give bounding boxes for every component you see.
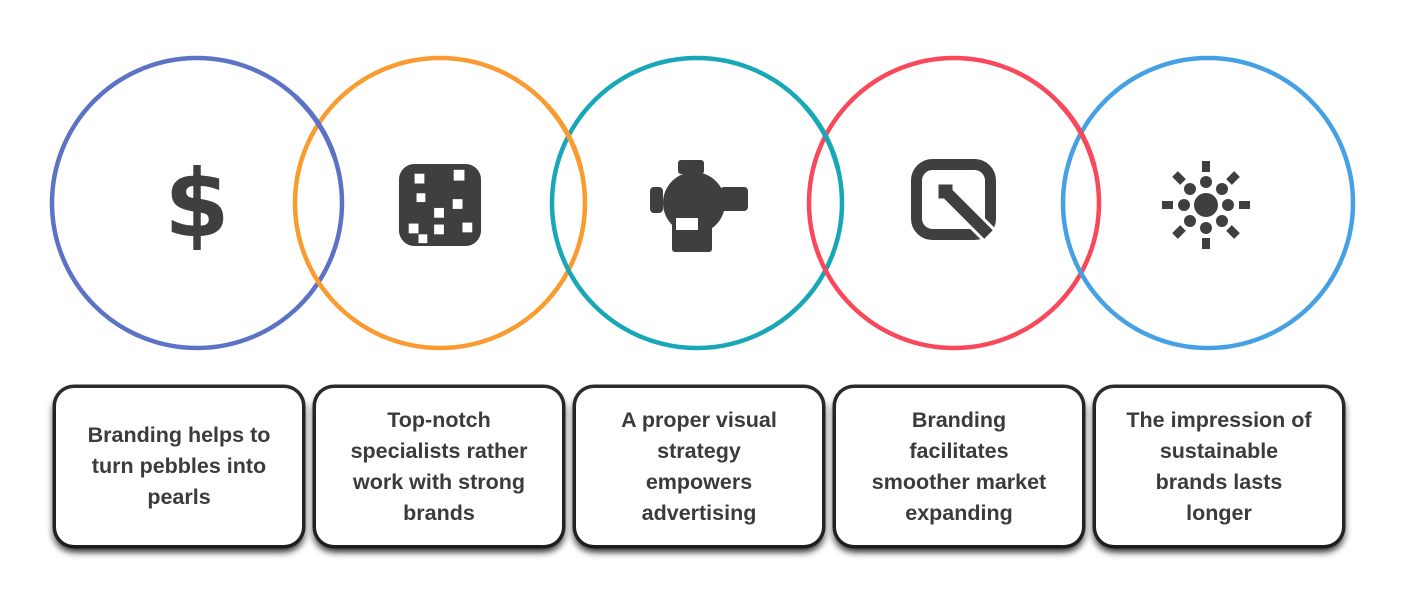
stage-card-2: Top-notch specialists rather work with s… (316, 388, 562, 545)
stage-card-1-label: Branding helps to turn pebbles into pear… (87, 423, 271, 509)
stage-card-1: Branding helps to turn pebbles into pear… (56, 388, 302, 545)
ring-1 (49, 55, 345, 351)
ring-2 (292, 55, 588, 351)
rings-chain (49, 55, 1356, 351)
dollar-glyph: $ (164, 150, 230, 259)
edit-square-icon (909, 159, 1004, 254)
ring-2-overlap-arc (545, 103, 584, 171)
stage-card-4: Branding facilitates smoother market exp… (836, 388, 1082, 545)
ring-4 (806, 55, 1102, 351)
dice-dots-icon (397, 162, 483, 248)
ring-3-overlap-arc (802, 103, 841, 171)
stage-card-4-label: Branding facilitates smoother market exp… (871, 407, 1047, 525)
stage-card-5: The impression of sustainable brands las… (1096, 388, 1342, 545)
stage-card-2-label: Top-notch specialists rather work with s… (350, 407, 528, 525)
stage-card-5-label: The impression of sustainable brands las… (1126, 407, 1312, 525)
stage-card-3-label: A proper visual strategy empowers advert… (621, 407, 777, 525)
ring-3 (549, 55, 845, 351)
burst-icon (1159, 160, 1253, 250)
stage-card-3: A proper visual strategy empowers advert… (576, 388, 822, 545)
dollar-icon: $ (164, 158, 229, 252)
ring-5 (1060, 55, 1356, 351)
megaphone-bulb-icon (648, 160, 748, 252)
ring-4-overlap-arc (1057, 101, 1097, 168)
ring-1-overlap-arc (293, 94, 337, 159)
